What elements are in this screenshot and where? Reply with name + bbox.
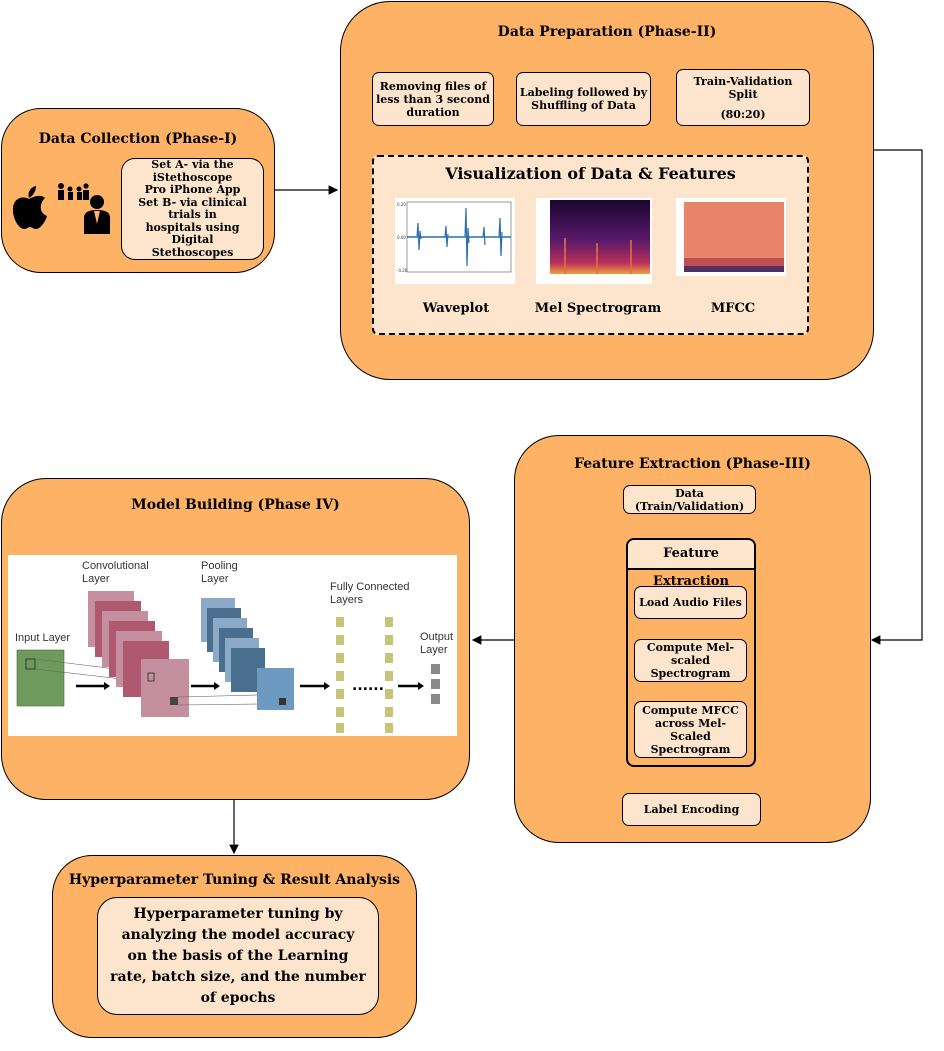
fc-label-line2: Layers [330, 594, 364, 606]
output-label-line2: Layer [420, 644, 448, 656]
pooling-layer-stack [201, 598, 294, 710]
phase3-title: Feature Extraction (Phase-III) [574, 456, 811, 472]
label-encoding-box: Label Encoding [622, 793, 761, 826]
cnn-fc-label: Fully Connected Layers [330, 581, 410, 607]
mel-spectrogram-image [536, 198, 652, 284]
mfcc-image [676, 198, 786, 276]
phase1-sources-box: Set A- via the iStethoscope Pro iPhone A… [121, 158, 264, 260]
pool-label-line2: Layer [201, 573, 229, 585]
phase5-title: Hyperparameter Tuning & Result Analysis [68, 872, 401, 888]
fc-label-line1: Fully Connected [330, 581, 410, 593]
load-audio-files-box: Load Audio Files [634, 586, 747, 619]
cnn-architecture-graphic: ...... [16, 591, 440, 733]
phase1-title: Data Collection (Phase-I) [38, 131, 238, 147]
doctor-icon [84, 195, 110, 234]
waveplot-caption: Waveplot [422, 301, 490, 316]
cnn-output-label: Output Layer [420, 631, 453, 657]
compute-mel-spectrogram-box: Compute Mel-scaled Spectrogram [634, 639, 747, 682]
source-line-2: Pro iPhone App [144, 183, 241, 196]
svg-text:0.00: 0.00 [397, 235, 406, 240]
output-layer-nodes [431, 664, 440, 704]
train-validation-data-box: Data (Train/Validation) [623, 485, 756, 514]
input-layer-square [16, 649, 65, 707]
source-line-3: Set B- via clinical trials in [138, 195, 247, 221]
waveplot-image: 0.20 0.00 -0.20 [395, 198, 515, 284]
source-line-5: Stethoscopes [151, 245, 234, 259]
source-line-4: hospitals using Digital [145, 220, 240, 246]
pool-label-line1: Pooling [201, 560, 238, 572]
split-label: Train-Validation Split [693, 74, 793, 101]
conv-label-line2: Layer [82, 573, 110, 585]
compute-mfcc-box: Compute MFCC across Mel-Scaled Spectrogr… [634, 701, 747, 758]
fully-connected-layers: ...... [336, 617, 393, 733]
cnn-pool-label: Pooling Layer [201, 560, 238, 586]
train-validation-split-box: Train-Validation Split (80:20) [676, 69, 810, 126]
family-icon [58, 183, 89, 200]
svg-text:......: ...... [352, 678, 384, 694]
cnn-architecture-diagram: ...... Input Layer Convolutional Layer P… [8, 555, 457, 736]
svg-text:0.20: 0.20 [397, 202, 406, 207]
labeling-shuffling-box: Labeling followed by Shuffling of Data [516, 72, 651, 126]
cnn-conv-label: Convolutional Layer [82, 560, 149, 586]
cnn-input-label: Input Layer [15, 632, 71, 644]
feature-extraction-header: Feature Extraction [628, 540, 754, 589]
conv-label-line1: Convolutional [82, 560, 149, 572]
split-ratio: (80:20) [720, 107, 766, 121]
svg-text:-0.20: -0.20 [397, 268, 408, 273]
convolutional-layer-stack [88, 591, 189, 717]
source-line-1: Set A- via the iStethoscope [151, 158, 234, 184]
apple-logo-icon [12, 186, 48, 229]
phase2-title: Data Preparation (Phase-II) [497, 24, 717, 40]
remove-short-files-box: Removing files of less than 3 second dur… [372, 72, 494, 126]
visualization-title: Visualization of Data & Features [445, 164, 736, 183]
mfcc-caption: MFCC [710, 301, 756, 316]
phase4-title: Model Building (Phase IV) [131, 497, 340, 513]
output-label-line1: Output [420, 631, 454, 643]
hyperparameter-description-box: Hyperparameter tuning by analyzing the m… [97, 897, 379, 1015]
mel-spectrogram-caption: Mel Spectrogram [534, 301, 662, 316]
